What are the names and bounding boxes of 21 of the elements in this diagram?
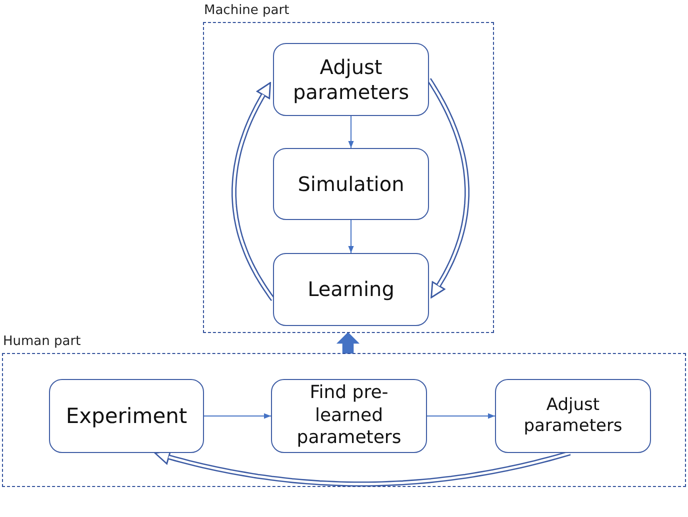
box-label: Adjust parameters (292, 54, 410, 104)
arrow (426, 413, 496, 419)
curved-hollow-arrow (426, 78, 470, 298)
group-heading: Human part (3, 334, 81, 349)
process-box (273, 253, 429, 326)
box-label: Find pre-learned parameters (296, 382, 402, 450)
arrow (348, 116, 354, 148)
box-label: Learning (308, 277, 394, 302)
box-label: Experiment (66, 402, 188, 430)
box-label: Simulation (298, 172, 404, 196)
process-box (49, 379, 204, 453)
box-label: Adjust parameters (522, 394, 624, 438)
process-box (495, 379, 651, 453)
arrow (348, 220, 354, 254)
process-box (273, 148, 429, 220)
process-box (273, 43, 429, 116)
process-box (271, 379, 427, 453)
arrow (204, 413, 272, 419)
curved-hollow-arrow (232, 82, 275, 301)
block-arrow (336, 332, 360, 354)
group-heading: Machine part (204, 3, 290, 18)
